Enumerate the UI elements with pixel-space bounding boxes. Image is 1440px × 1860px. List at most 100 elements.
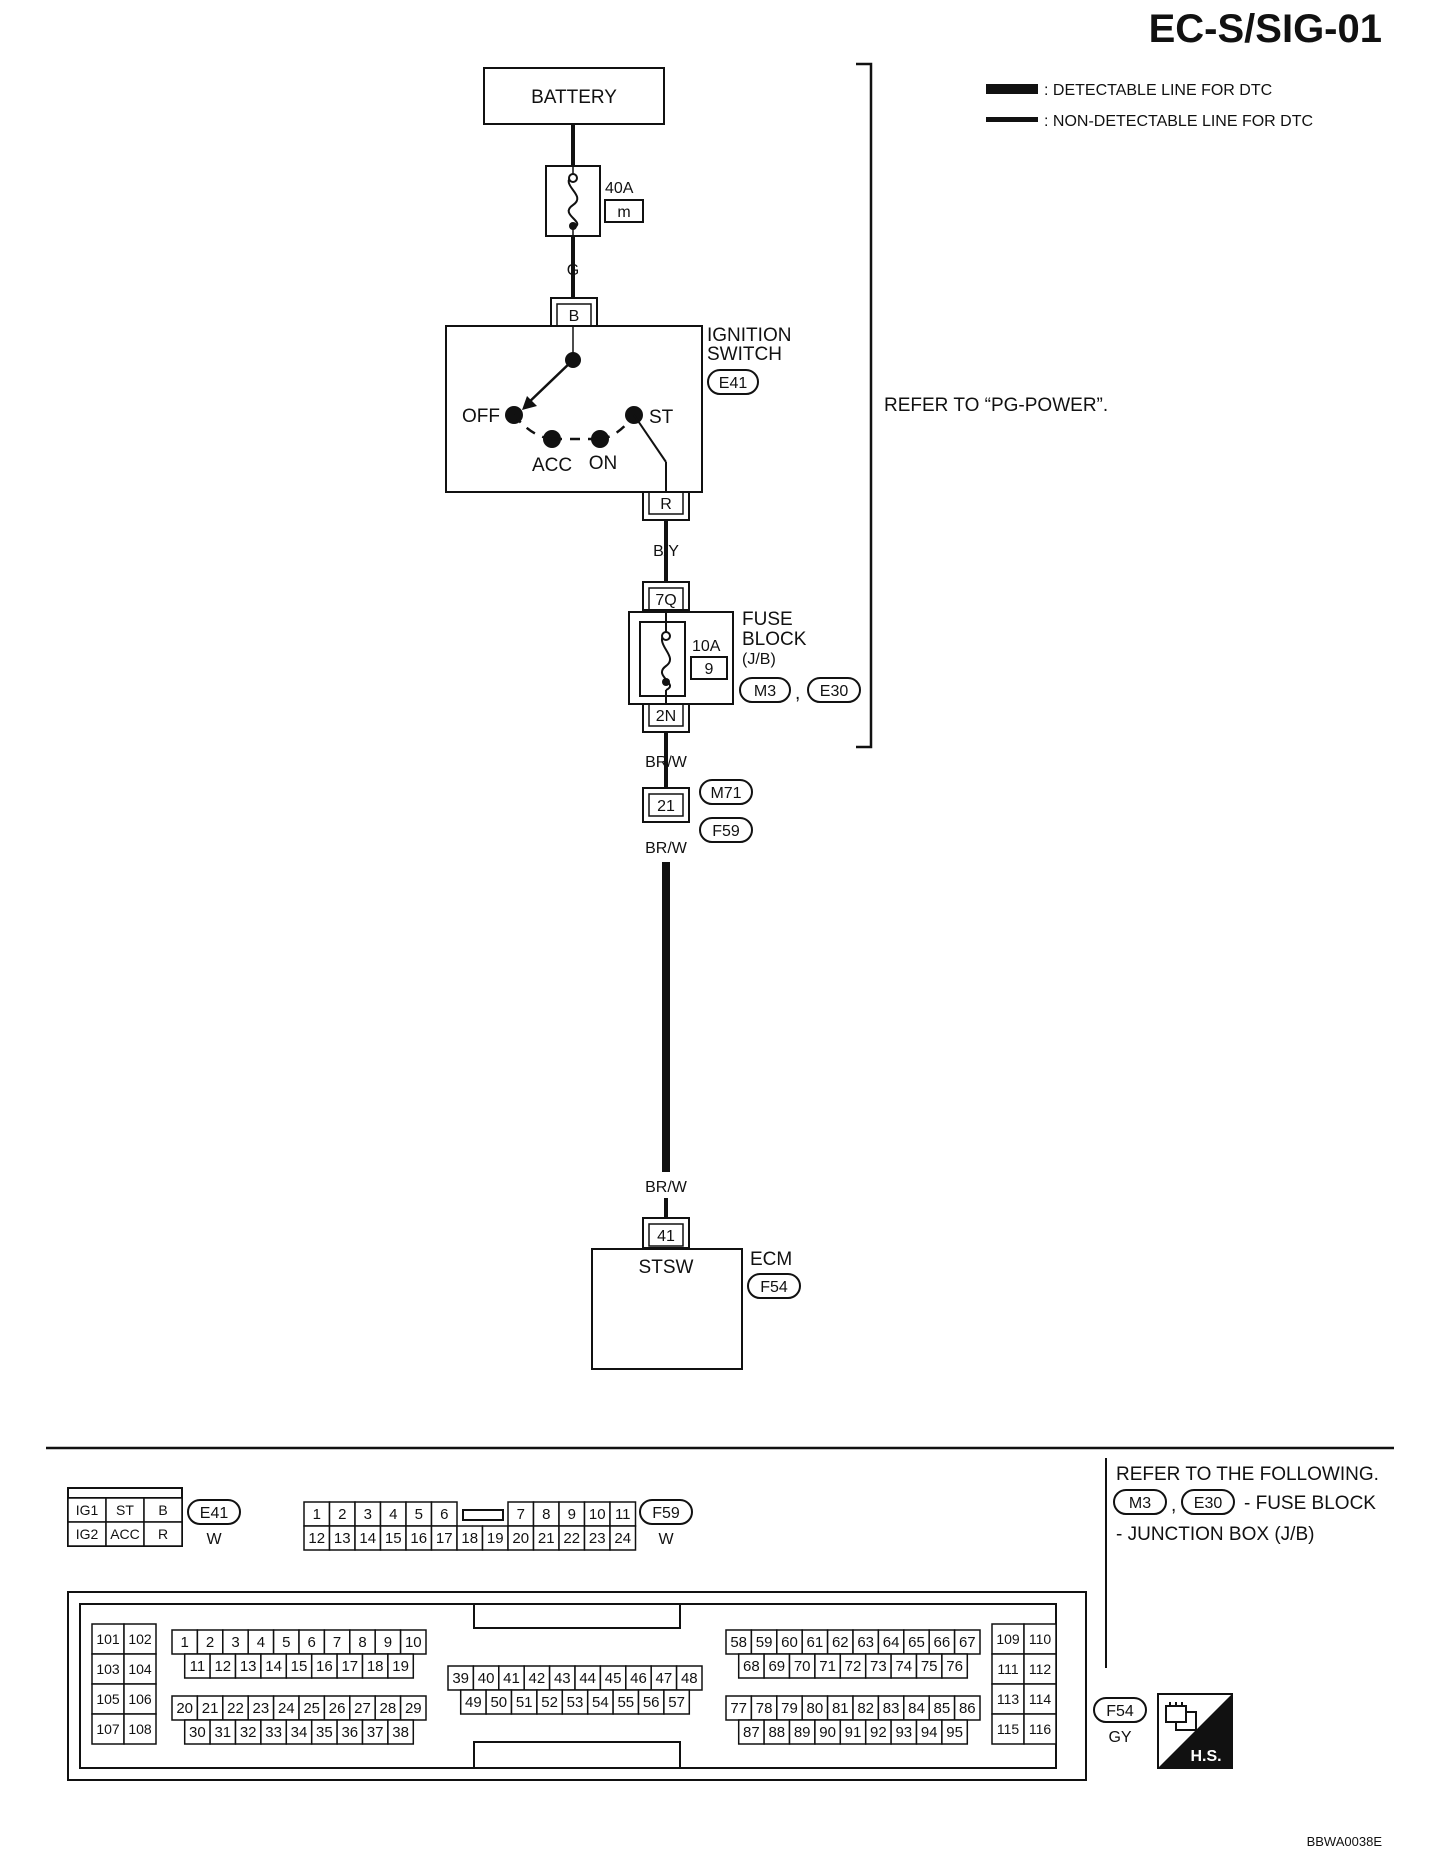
battery-box (483, 67, 665, 125)
pin-label: 8 (542, 1506, 550, 1523)
pin-label: 1 (181, 1634, 189, 1651)
pin-label: 37 (367, 1724, 384, 1741)
ignition-pos-st: ST (649, 407, 674, 428)
fuse-40a-id-box (604, 199, 644, 223)
pin-label: 32 (240, 1724, 257, 1741)
pin-cell (637, 1689, 665, 1715)
pin-cell (507, 1525, 535, 1551)
f54-conn-oval (1093, 1697, 1147, 1723)
pin-cell (123, 1713, 157, 1745)
pin-label: 17 (436, 1530, 453, 1547)
pin-cell (285, 1719, 313, 1745)
joint-conn1: M71 (710, 785, 741, 802)
pin-cell (67, 1497, 107, 1523)
pin-label: 44 (579, 1670, 596, 1687)
pin-cell (928, 1695, 956, 1721)
pin-label: ACC (110, 1526, 140, 1542)
f59-key (462, 1509, 504, 1521)
pin-label: 113 (997, 1691, 1020, 1707)
wire-color-brw-1: BR/W (645, 754, 688, 771)
f59-conn: F59 (652, 1505, 680, 1522)
pin-label: 51 (516, 1694, 533, 1711)
pin-cell (430, 1525, 458, 1551)
pin-label: 3 (364, 1506, 372, 1523)
pin-cell (459, 1689, 487, 1715)
pin-label: 27 (354, 1700, 371, 1717)
pin-cell (609, 1525, 637, 1551)
pin-label: 26 (329, 1700, 346, 1717)
ignition-pin-r-inner (648, 491, 684, 515)
pin-label: 77 (730, 1700, 747, 1717)
pin-label: 68 (743, 1658, 760, 1675)
pin-label: 85 (934, 1700, 951, 1717)
fuseblock-pin-top-box (642, 581, 690, 611)
pin-cell (852, 1629, 880, 1655)
pin-label: 57 (668, 1694, 685, 1711)
pin-label: 36 (341, 1724, 358, 1741)
pin-label: 71 (819, 1658, 836, 1675)
pin-cell (183, 1719, 211, 1745)
pin-label: 9 (568, 1506, 576, 1523)
ecm-title: ECM (750, 1249, 792, 1270)
pin-label: 6 (308, 1634, 316, 1651)
pin-label: 19 (487, 1530, 504, 1547)
pin-label: 17 (341, 1658, 358, 1675)
f54-key-bottom (473, 1741, 681, 1769)
pin-cell (143, 1521, 183, 1547)
ignition-pos-off: OFF (462, 406, 500, 427)
pin-cell (303, 1501, 331, 1527)
pin-cell (91, 1683, 125, 1715)
pin-label: 83 (883, 1700, 900, 1717)
pin-label: 39 (452, 1670, 469, 1687)
pin-label: IG2 (76, 1526, 99, 1542)
ecm-pin-inner (648, 1223, 684, 1247)
legend-detectable-swatch (986, 84, 1038, 94)
fuse-10a-rating: 10A (692, 638, 721, 655)
pin-label: 24 (278, 1700, 295, 1717)
legend: : DETECTABLE LINE FOR DTC : NON-DETECTAB… (986, 82, 1313, 130)
pin-label: 87 (743, 1724, 760, 1741)
pin-cell (903, 1629, 930, 1655)
pin-label: 105 (96, 1691, 120, 1707)
fuse-10a-id: 9 (705, 661, 714, 678)
ignition-pos-acc: ACC (532, 455, 572, 476)
pin-label: 15 (385, 1530, 402, 1547)
pin-label: 73 (870, 1658, 887, 1675)
ecm-pin: 41 (657, 1228, 675, 1245)
pin-label: 25 (303, 1700, 320, 1717)
pin-cell (328, 1525, 356, 1551)
pin-label: 30 (189, 1724, 206, 1741)
pin-label: R (158, 1526, 168, 1542)
wire-color-brw-3: BR/W (645, 1179, 688, 1196)
pin-label: 11 (190, 1658, 206, 1675)
pin-label: 95 (946, 1724, 963, 1741)
pin-cell (1023, 1713, 1057, 1745)
pin-cell (737, 1653, 765, 1679)
fuseblock-comma: , (795, 683, 800, 704)
pin-label: 60 (781, 1634, 798, 1651)
pin-label: 93 (895, 1724, 912, 1741)
joint-connector-pin: 21 (657, 798, 675, 815)
pin-label: 20 (176, 1700, 193, 1717)
pin-cell (903, 1695, 930, 1721)
pin-label: ST (116, 1502, 134, 1518)
pin-cell (374, 1629, 402, 1655)
pin-label: 1 (313, 1506, 321, 1523)
joint-conn1-oval (699, 779, 753, 805)
fuseblock-title-1: FUSE (742, 609, 793, 630)
pin-cell (472, 1665, 500, 1691)
pin-cell (558, 1525, 586, 1551)
pin-label: 86 (959, 1700, 976, 1717)
pin-label: 12 (214, 1658, 231, 1675)
joint-connector-inner (648, 793, 684, 817)
pin-label: 88 (768, 1724, 785, 1741)
ignition-title-1: IGNITION (707, 325, 791, 346)
pin-cell (941, 1653, 969, 1679)
pin-label: 4 (257, 1634, 265, 1651)
pin-label: 10 (405, 1634, 422, 1651)
fuse-40a (545, 165, 601, 237)
pin-cell (839, 1719, 867, 1745)
